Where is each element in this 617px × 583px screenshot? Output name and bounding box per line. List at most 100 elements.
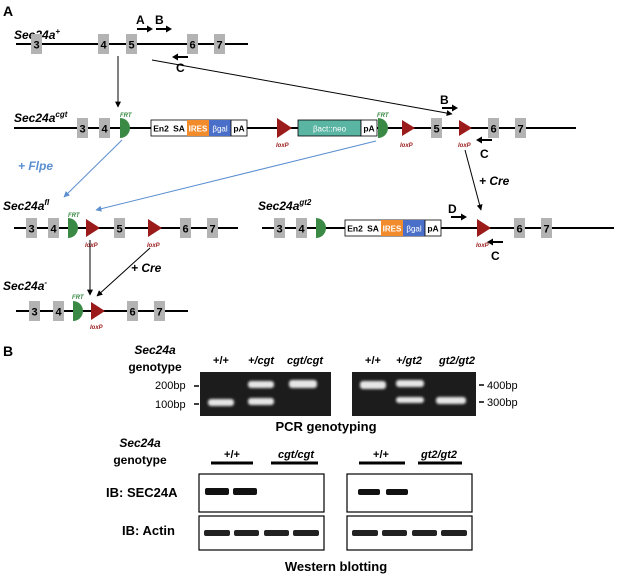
frt-site bbox=[316, 218, 326, 238]
frt-site bbox=[120, 118, 130, 138]
exon-6: 6 bbox=[127, 301, 138, 321]
exon-7: 7 bbox=[214, 34, 225, 54]
primer-d-label: D bbox=[448, 202, 457, 216]
wb-row-label-sec24a: IB: SEC24A bbox=[106, 485, 178, 500]
exon-3: 3 bbox=[26, 218, 37, 238]
wb-band bbox=[412, 530, 437, 536]
svg-text:3: 3 bbox=[33, 40, 39, 52]
svg-text:IRES: IRES bbox=[383, 225, 402, 234]
allele-label-fl: Sec24afl bbox=[3, 198, 50, 213]
primer-c-label: C bbox=[491, 249, 500, 263]
exon-3: 3 bbox=[29, 301, 40, 321]
svg-text:5: 5 bbox=[433, 124, 439, 136]
exon-6: 6 bbox=[488, 118, 499, 138]
svg-text:4: 4 bbox=[298, 224, 305, 236]
gel-band bbox=[396, 380, 424, 387]
wb-blot-actin-right bbox=[346, 515, 473, 551]
loxp-site bbox=[277, 118, 292, 138]
wb-band bbox=[204, 530, 230, 536]
svg-text:3: 3 bbox=[79, 124, 85, 136]
pcr-gene-label: Sec24a bbox=[134, 343, 176, 357]
wb-genotype-word: genotype bbox=[113, 453, 167, 467]
svg-text:βgal: βgal bbox=[212, 125, 228, 134]
gel-band bbox=[396, 397, 424, 403]
svg-text:6: 6 bbox=[129, 307, 135, 319]
exon-4: 4 bbox=[296, 218, 307, 238]
svg-text:pA: pA bbox=[363, 124, 374, 134]
pcr-lane-label: +/+ bbox=[213, 355, 229, 367]
wb-group-label: gt2/gt2 bbox=[420, 449, 457, 461]
wb-band bbox=[234, 530, 259, 536]
marker-200bp: 200bp bbox=[155, 380, 186, 392]
exon-6: 6 bbox=[180, 218, 191, 238]
arrow-flpe-2 bbox=[95, 140, 377, 212]
loxp-label: loxP bbox=[476, 243, 490, 249]
loxp-site bbox=[477, 219, 491, 237]
primer-b-arrow bbox=[156, 25, 172, 33]
wb-row-label-actin: IB: Actin bbox=[122, 523, 175, 538]
wb-band bbox=[205, 488, 229, 495]
pa-label: pA bbox=[233, 124, 244, 134]
primer-a-label: A bbox=[136, 13, 145, 27]
primer-a-arrow bbox=[137, 25, 153, 33]
flpe-label: + Flpe bbox=[18, 159, 53, 173]
exon-4: 4 bbox=[99, 118, 110, 138]
exon-3: 3 bbox=[77, 118, 88, 138]
loxp-site bbox=[459, 120, 472, 136]
pcr-lane-label: +/cgt bbox=[248, 355, 275, 367]
primer-d-arrow bbox=[451, 213, 467, 221]
primer-b-label: B bbox=[155, 13, 164, 27]
svg-text:4: 4 bbox=[55, 307, 62, 319]
allele-null: 3 4 FRT loxP 6 7 bbox=[16, 295, 188, 331]
exon-7: 7 bbox=[207, 218, 218, 238]
allele-wt: 3 4 5 6 7 A B C bbox=[16, 13, 248, 75]
svg-text:βgal: βgal bbox=[406, 225, 422, 234]
cre-label: + Cre bbox=[479, 174, 510, 188]
svg-text:4: 4 bbox=[50, 224, 57, 236]
sa-label: SA bbox=[367, 224, 379, 234]
primer-b-arrow bbox=[442, 104, 458, 112]
wb-blot-sec24a-right bbox=[346, 473, 473, 513]
exon-6: 6 bbox=[514, 218, 525, 238]
svg-text:6: 6 bbox=[182, 224, 188, 236]
svg-text:4: 4 bbox=[100, 40, 107, 52]
svg-text:7: 7 bbox=[156, 307, 162, 319]
wb-band bbox=[233, 488, 257, 495]
cre-label: + Cre bbox=[131, 261, 162, 275]
primer-c-label: C bbox=[176, 61, 185, 75]
exon-7: 7 bbox=[154, 301, 165, 321]
exon-4: 4 bbox=[53, 301, 64, 321]
gel-band bbox=[248, 381, 274, 388]
bgal-box bbox=[403, 220, 425, 236]
svg-text:5: 5 bbox=[128, 40, 134, 52]
svg-text:βact::neo: βact::neo bbox=[313, 125, 347, 134]
exon-7: 7 bbox=[515, 118, 526, 138]
arrow-flpe-1 bbox=[63, 139, 123, 198]
loxp-site bbox=[148, 219, 162, 237]
pcr-genotype-word: genotype bbox=[128, 360, 182, 374]
frt-label: FRT bbox=[68, 213, 81, 219]
wb-group-label: cgt/cgt bbox=[278, 449, 315, 461]
wb-band bbox=[264, 530, 289, 536]
gel-band bbox=[248, 398, 274, 405]
arrow-fl-to-null-2 bbox=[96, 247, 151, 297]
exon-4: 4 bbox=[48, 218, 59, 238]
svg-text:6: 6 bbox=[189, 40, 195, 52]
svg-text:6: 6 bbox=[516, 224, 522, 236]
loxp-site bbox=[91, 302, 105, 320]
panel-b-letter: B bbox=[3, 343, 13, 359]
arrow-cre-cgt-to-gt2 bbox=[464, 149, 483, 211]
wb-band bbox=[386, 489, 408, 495]
loxp-label: loxP bbox=[400, 143, 414, 149]
neo-cassette: βact::neo pA bbox=[297, 119, 378, 137]
svg-text:7: 7 bbox=[517, 124, 523, 136]
gel-band bbox=[436, 397, 466, 404]
wb-band bbox=[352, 530, 378, 536]
svg-text:6: 6 bbox=[490, 124, 496, 136]
pcr-gel-left bbox=[200, 372, 331, 416]
loxp-site bbox=[86, 219, 100, 237]
svg-text:4: 4 bbox=[101, 124, 108, 136]
en2-label: En2 bbox=[153, 124, 169, 134]
svg-text:5: 5 bbox=[116, 224, 122, 236]
